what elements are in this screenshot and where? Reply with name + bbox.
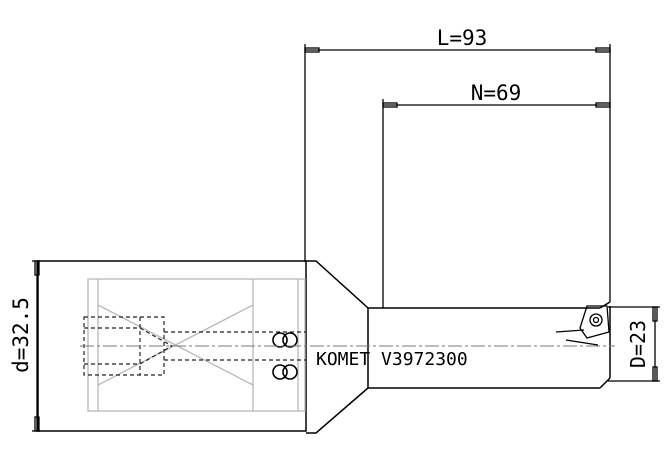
dimension-D-label: D=23 (626, 320, 650, 368)
dimension-N-label: N=69 (471, 81, 522, 105)
dimension-d-label: d=32.5 (9, 297, 33, 373)
dimension-D (608, 306, 660, 382)
coolant-bores (83, 316, 306, 376)
insert (555, 305, 610, 346)
insert-outline (579, 305, 610, 339)
dimension-N (382, 99, 611, 308)
insert-chip-line (565, 339, 599, 346)
dimension-L (304, 44, 611, 302)
arrow-end (34, 260, 40, 276)
bore-cone (139, 327, 173, 347)
body-bottom-taper (599, 377, 611, 389)
hole-icon (272, 364, 288, 380)
taper-outline (306, 260, 369, 434)
hole-icon (282, 364, 298, 380)
flat-holes (272, 332, 298, 380)
insert-screw-icon (592, 316, 600, 324)
shank-cross-line (97, 304, 254, 386)
dimension-L-label: L=93 (437, 26, 488, 50)
dimension-d (32, 260, 40, 432)
arrow-end (34, 416, 40, 432)
body-tip-chamfer (599, 301, 611, 309)
arrow-end (595, 102, 611, 108)
shank-inner-outline (87, 278, 306, 412)
arrow-end (595, 47, 611, 53)
hole-icon (282, 332, 298, 348)
bore-cone (139, 345, 173, 365)
insert-chip-line (555, 329, 585, 333)
tool-marking: KOMET V3972300 (316, 349, 468, 370)
arrow-end (304, 47, 320, 53)
tool-body (306, 260, 611, 434)
arrow-end (382, 102, 398, 108)
insert-screw-icon (589, 313, 603, 327)
arrow-end (652, 306, 658, 322)
arrow-end (652, 366, 658, 382)
hole-icon (272, 332, 288, 348)
